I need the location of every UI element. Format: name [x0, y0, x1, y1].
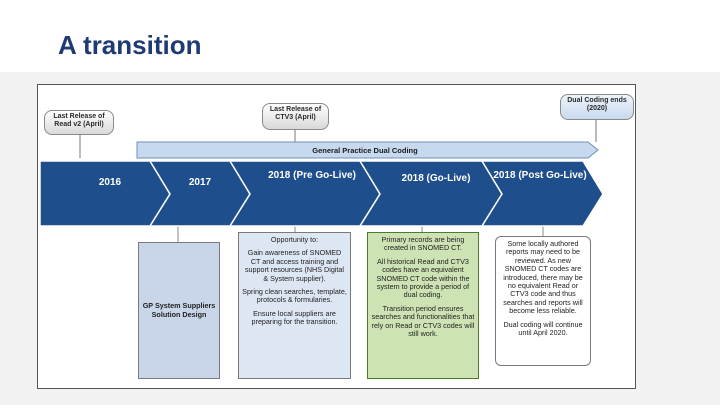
timeline-label-2018-pre: 2018 (Pre Go-Live): [268, 170, 356, 181]
timeline-segment-2018-post: [480, 160, 604, 227]
callout-dual-coding-ends: Dual Coding ends (2020): [560, 94, 634, 120]
dual-coding-label: General Practice Dual Coding: [312, 146, 418, 155]
pre-golive-intro: Opportunity to:: [270, 235, 319, 244]
pre-golive-spring-clean: Spring clean searches, template, protoco…: [242, 287, 347, 305]
callout-read-v2-text: Last Release of Read v2 (April): [53, 113, 105, 128]
golive-transition-period: Transition period ensures searches and f…: [371, 303, 475, 339]
pre-golive-awareness: Gain awareness of SNOMED CT and access t…: [244, 248, 345, 283]
box-golive: Primary records are being created in SNO…: [367, 232, 479, 379]
post-golive-reports: Some locally authored reports may need t…: [503, 239, 583, 316]
box-pre-golive: Opportunity to: Gain awareness of SNOMED…: [238, 232, 351, 379]
box-gp-system-text: GP System Suppliers Solution Design: [142, 301, 216, 319]
dual-coding-bar: [136, 141, 599, 159]
timeline-label-2016: 2016: [99, 177, 122, 188]
callout-ctv3: Last Release of CTV3 (April): [262, 103, 329, 130]
callout-dual-coding-ends-text: Dual Coding ends (2020): [567, 97, 627, 112]
pre-golive-suppliers: Ensure local suppliers are preparing for…: [251, 308, 338, 327]
box-gp-system: GP System Suppliers Solution Design: [138, 242, 220, 379]
timeline-label-2018-golive: 2018 (Go-Live): [402, 173, 471, 184]
callout-read-v2: Last Release of Read v2 (April): [44, 110, 114, 135]
slide-title: A transition: [58, 30, 202, 60]
golive-historical-codes: All historical Read and CTV3 codes have …: [376, 256, 470, 300]
box-post-golive: Some locally authored reports may need t…: [495, 236, 591, 366]
post-golive-dual-coding: Dual coding will continue until April 20…: [503, 319, 583, 338]
golive-primary-records: Primary records are being created in SNO…: [381, 235, 465, 253]
timeline-label-2018-post: 2018 (Post Go-Live): [493, 170, 586, 181]
callout-ctv3-text: Last Release of CTV3 (April): [269, 106, 322, 121]
timeline-label-2017: 2017: [189, 177, 212, 188]
timeline-segment-2018-golive: [358, 160, 503, 227]
timeline-segment-2016: [39, 160, 171, 227]
